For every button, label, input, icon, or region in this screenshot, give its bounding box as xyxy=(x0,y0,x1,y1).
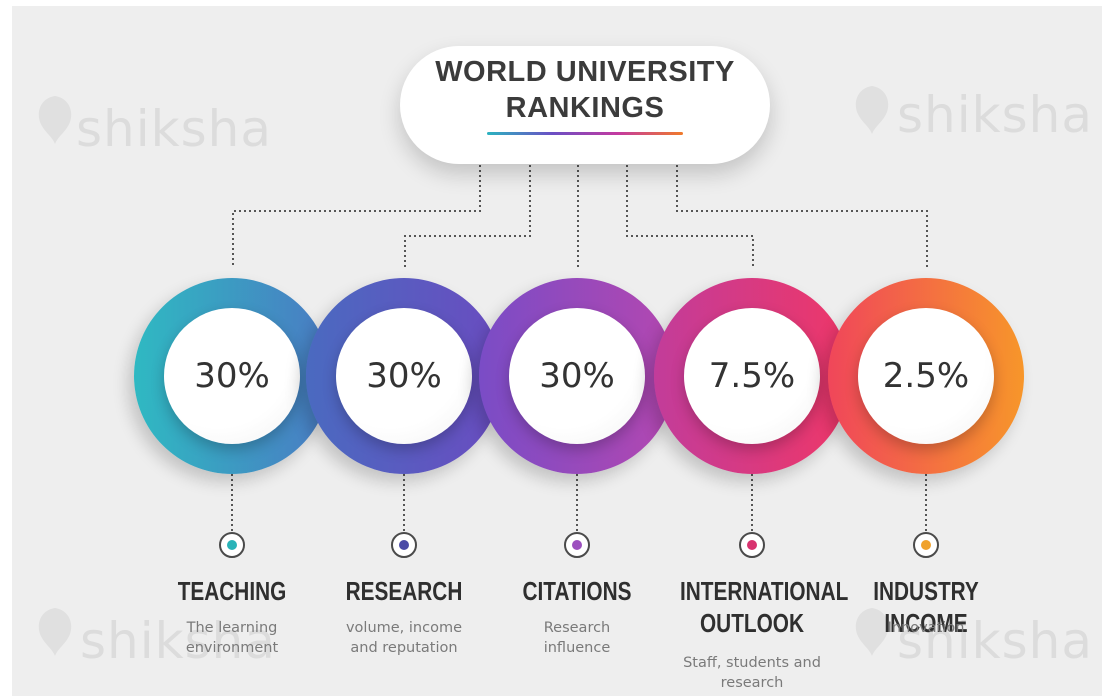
marker-dot-core xyxy=(921,540,931,550)
marker-dot-core xyxy=(572,540,582,550)
shiksha-logo-icon xyxy=(855,608,889,656)
connector-teaching xyxy=(232,160,481,268)
ring-international-outlook: 7.5% xyxy=(654,278,850,474)
ring-center-research: 30% xyxy=(336,308,472,444)
percent-teaching: 30% xyxy=(194,356,270,396)
label-international-outlook: INTERNATIONAL OUTLOOK xyxy=(680,576,849,638)
label-citations: CITATIONS xyxy=(522,576,632,606)
percent-research: 30% xyxy=(366,356,442,396)
marker-dot-international-outlook xyxy=(739,532,765,558)
infographic-canvas: shiksha shiksha shiksha shiksha xyxy=(12,6,1102,696)
shiksha-logo-icon xyxy=(855,86,889,134)
connector-lines xyxy=(231,160,928,532)
description-industry-income: Innovation xyxy=(887,620,965,636)
ring-teaching: 30% xyxy=(134,278,330,474)
title-line-1: WORLD UNIVERSITY xyxy=(435,56,735,88)
ring-center-citations: 30% xyxy=(509,308,645,444)
title-card: WORLD UNIVERSITY RANKINGS xyxy=(400,46,770,164)
label-teaching: TEACHING xyxy=(177,576,287,606)
shiksha-logo-icon xyxy=(38,608,72,656)
ring-center-industry-income: 2.5% xyxy=(858,308,994,444)
ring-center-international-outlook: 7.5% xyxy=(684,308,820,444)
marker-dot-citations xyxy=(564,532,590,558)
marker-dot-teaching xyxy=(219,532,245,558)
label-industry-income: INDUSTRY INCOME xyxy=(873,576,979,638)
marker-dot-research xyxy=(391,532,417,558)
ring-citations: 30% xyxy=(479,278,675,474)
connector-research xyxy=(404,160,531,268)
description-research: volume, income and reputation xyxy=(345,620,463,656)
percent-citations: 30% xyxy=(539,356,615,396)
marker-dot-core xyxy=(747,540,757,550)
percent-international-outlook: 7.5% xyxy=(708,356,796,396)
description-citations: Research influence xyxy=(543,620,611,656)
connector-international-outlook xyxy=(626,160,754,268)
marker-dot-industry-income xyxy=(913,532,939,558)
marker-dot-core xyxy=(399,540,409,550)
title-line-2: RANKINGS xyxy=(505,92,665,124)
percent-industry-income: 2.5% xyxy=(882,356,970,396)
marker-dot-core xyxy=(227,540,237,550)
ring-research: 30% xyxy=(306,278,502,474)
description-international-outlook: Staff, students and research xyxy=(683,655,821,691)
connector-industry-income xyxy=(676,160,928,268)
title-underline xyxy=(487,132,683,135)
description-teaching: The learning environment xyxy=(185,620,279,656)
shiksha-logo-icon xyxy=(38,96,72,144)
ring-center-teaching: 30% xyxy=(164,308,300,444)
label-research: RESEARCH xyxy=(345,576,463,606)
ring-industry-income: 2.5% xyxy=(828,278,1024,474)
